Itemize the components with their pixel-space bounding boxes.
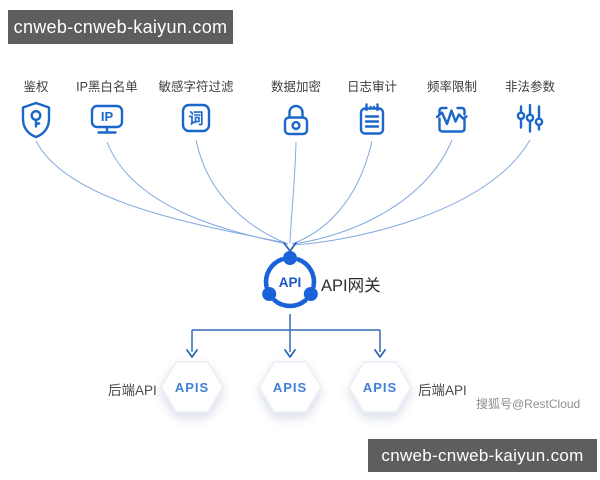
word-filter-icon: 词 bbox=[181, 103, 211, 133]
feature-label: IP黑白名单 bbox=[76, 80, 138, 94]
down-arrow-icon bbox=[374, 349, 386, 358]
apis-node-label: APIS bbox=[273, 380, 307, 395]
connector-curve bbox=[195, 139, 289, 245]
ip-monitor-icon: IP bbox=[90, 104, 124, 134]
connector-curve bbox=[291, 140, 373, 245]
connector-curve bbox=[292, 139, 453, 245]
apis-node: APIS bbox=[160, 361, 224, 413]
down-arrow-icon bbox=[186, 349, 198, 358]
connector-curve bbox=[106, 141, 288, 245]
log-notepad-icon bbox=[359, 103, 385, 135]
feature-label: 数据加密 bbox=[270, 80, 321, 94]
feature-log-audit: 日志审计 bbox=[312, 79, 432, 142]
apis-node: APIS bbox=[258, 361, 322, 413]
lock-icon bbox=[283, 104, 309, 136]
feature-auth: 鉴权 bbox=[0, 79, 96, 142]
down-arrow-icon bbox=[284, 349, 296, 358]
feature-label: 频率限制 bbox=[426, 80, 477, 94]
word-glyph: 词 bbox=[188, 111, 203, 128]
feature-label: 日志审计 bbox=[346, 80, 397, 94]
api-gateway-icon: API bbox=[262, 251, 318, 309]
feature-word-filter: 敏感字符过滤 词 bbox=[136, 79, 256, 142]
feature-rate-limit: 频率限制 bbox=[392, 79, 512, 142]
connector-curve bbox=[35, 140, 287, 244]
rate-waveform-icon bbox=[435, 106, 468, 133]
api-gateway-text: API bbox=[279, 275, 302, 290]
down-arrow-icon bbox=[283, 242, 297, 252]
backend-api-label-right: 后端API bbox=[418, 383, 467, 398]
feature-ip-list: IP黑白名单 IP bbox=[47, 79, 167, 142]
backend-api-label-left: 后端API bbox=[108, 383, 157, 398]
apis-node: APIS bbox=[348, 361, 412, 413]
apis-node-label: APIS bbox=[363, 380, 397, 395]
connector-curve bbox=[293, 139, 531, 246]
params-sliders-icon bbox=[516, 103, 544, 133]
api-gateway-label: API网关 bbox=[321, 277, 381, 295]
site-banner-bottom: cnweb-cnweb-kaiyun.com bbox=[368, 439, 597, 472]
feature-label: 非法参数 bbox=[504, 80, 555, 94]
shield-key-icon bbox=[21, 101, 51, 139]
apis-node-label: APIS bbox=[175, 380, 209, 395]
distribution-lines bbox=[186, 314, 386, 358]
ip-glyph: IP bbox=[101, 109, 114, 124]
connector-curve bbox=[289, 141, 297, 244]
feature-label: 鉴权 bbox=[23, 80, 49, 94]
feature-label: 敏感字符过滤 bbox=[158, 80, 234, 94]
feature-illegal-params: 非法参数 bbox=[470, 79, 590, 142]
site-banner-top: cnweb-cnweb-kaiyun.com bbox=[8, 10, 233, 44]
connector-curves bbox=[35, 139, 531, 252]
watermark-text: 搜狐号@RestCloud bbox=[476, 397, 581, 411]
feature-encryption: 数据加密 bbox=[236, 79, 356, 142]
